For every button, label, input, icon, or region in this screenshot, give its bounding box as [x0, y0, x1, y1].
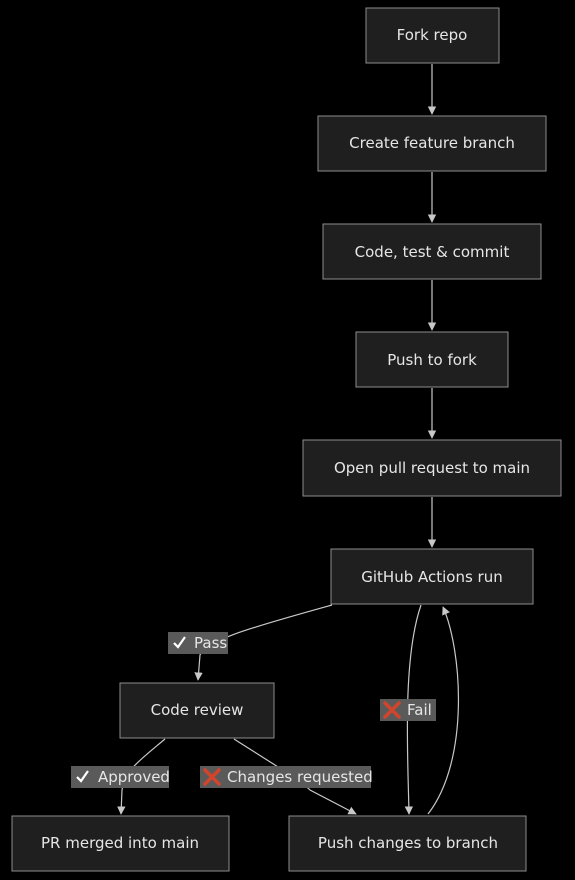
node-label: Create feature branch — [349, 134, 515, 152]
check-icon — [74, 768, 91, 785]
node-code-review: Code review — [119, 682, 275, 739]
node-label: PR merged into main — [41, 834, 199, 852]
edge-label-text: Fail — [407, 701, 432, 719]
node-push-changes: Push changes to branch — [288, 815, 527, 872]
edge-label-pass: Pass — [168, 632, 228, 654]
edge-label-approved: Approved — [71, 766, 170, 788]
node-github-actions-run: GitHub Actions run — [330, 548, 534, 605]
edge-label-changes-requested: Changes requested — [200, 766, 373, 788]
node-label: GitHub Actions run — [361, 568, 503, 586]
node-open-pull-request: Open pull request to main — [302, 439, 562, 497]
edge-pushchanges-to-actions — [427, 606, 459, 815]
edge-label-fail: Fail — [380, 699, 436, 721]
cross-icon — [383, 701, 401, 719]
node-label: Code, test & commit — [355, 243, 510, 261]
cross-icon — [203, 768, 221, 786]
node-code-test-commit: Code, test & commit — [322, 223, 542, 280]
node-pr-merged: PR merged into main — [11, 815, 230, 872]
node-label: Code review — [151, 701, 244, 719]
edge-label-text: Pass — [194, 634, 227, 652]
node-fork-repo: Fork repo — [365, 7, 500, 64]
node-label: Push to fork — [387, 351, 477, 369]
check-icon — [171, 634, 188, 651]
node-label: Open pull request to main — [334, 459, 530, 477]
node-push-to-fork: Push to fork — [355, 331, 509, 388]
node-create-feature-branch: Create feature branch — [317, 115, 547, 172]
node-label: Fork repo — [397, 26, 468, 44]
edge-label-text: Approved — [98, 768, 170, 786]
edge-label-text: Changes requested — [227, 768, 373, 786]
node-label: Push changes to branch — [318, 834, 498, 852]
